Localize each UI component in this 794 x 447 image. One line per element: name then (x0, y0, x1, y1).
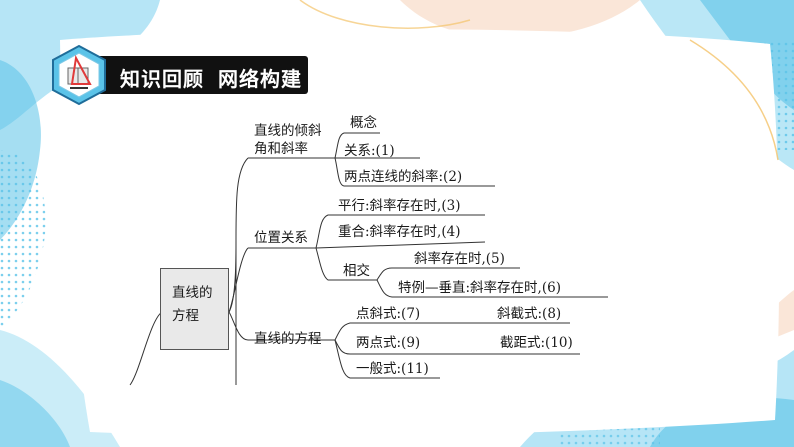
item-intersect: 相交 (343, 263, 370, 279)
section-header: 知识回顾网络构建 (48, 44, 310, 106)
header-title-part1: 知识回顾 (120, 67, 204, 91)
connector-general (334, 339, 440, 379)
header-bar (72, 56, 308, 94)
item-slope-exists: 斜率存在时,(5) (414, 251, 505, 267)
connector-perpendicular (376, 279, 608, 298)
item-concept: 概念 (350, 115, 377, 131)
connector-intersect (315, 247, 377, 281)
connector-root-to-equation (228, 311, 249, 341)
root-tail-line (129, 311, 163, 386)
item-slope-intercept: 斜截式:(8) (497, 306, 562, 322)
item-intercept: 截距式:(10) (500, 335, 573, 351)
item-point-slope: 点斜式:(7) (356, 306, 421, 322)
root-node-line2: 方程 (172, 308, 199, 324)
item-perpendicular: 特例—垂直:斜率存在时,(6) (398, 280, 561, 296)
connector-parallel (315, 214, 485, 249)
connector-concept (334, 132, 380, 159)
item-two-point: 两点式:(9) (356, 335, 421, 351)
root-node-line1: 直线的 (172, 285, 213, 301)
triangle-book-icon (52, 44, 106, 106)
connector-two-point-row (334, 339, 580, 355)
connector-root-to-position (228, 247, 249, 313)
connector-point-slope-row (334, 322, 570, 341)
header-title: 知识回顾网络构建 (120, 63, 302, 92)
item-two-point-slope: 两点连线的斜率:(2) (344, 169, 463, 185)
connector-two-point (334, 157, 495, 187)
item-relation: 关系:(1) (344, 143, 395, 159)
branch-angle-line1: 直线的倾斜 (254, 123, 322, 139)
branch-position-label: 位置关系 (254, 230, 308, 246)
item-general: 一般式:(11) (356, 361, 429, 377)
branch-angle-line2: 角和斜率 (254, 141, 308, 157)
connector-root-to-angle (228, 157, 249, 313)
branch-equation-label: 直线的方程 (254, 331, 322, 347)
item-coincide: 重合:斜率存在时,(4) (338, 224, 461, 240)
connector-coincide (315, 241, 486, 249)
connector-slope-exists (376, 267, 520, 281)
item-parallel: 平行:斜率存在时,(3) (338, 198, 461, 214)
header-title-part2: 网络构建 (218, 67, 302, 91)
root-node: 直线的 方程 (160, 268, 229, 350)
